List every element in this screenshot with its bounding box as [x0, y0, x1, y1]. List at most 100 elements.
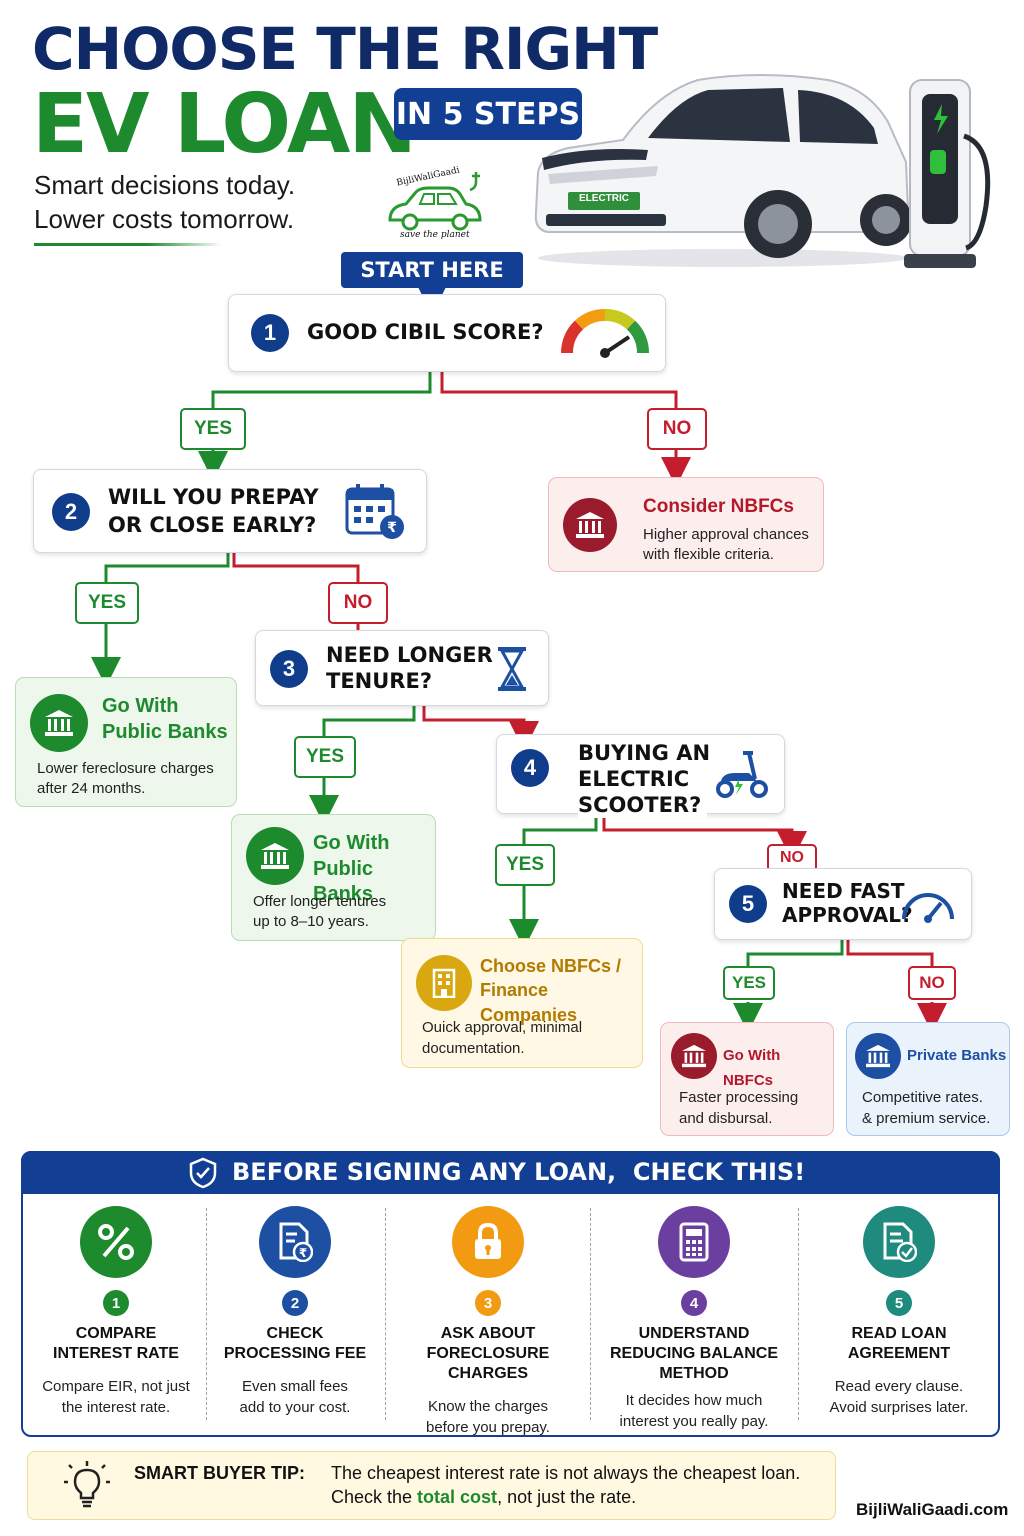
outcome-finance-desc-1: Ouick approval, minimal [422, 1019, 583, 1036]
hourglass-icon [498, 647, 526, 691]
divider [798, 1208, 799, 1420]
step-4-number: 4 [511, 749, 549, 787]
check-3-number: 3 [475, 1290, 501, 1316]
step-3-line-2: TENURE? [326, 669, 432, 693]
step-2-line-1: WILL YOU PREPAY [108, 485, 319, 509]
outcome-nbfc-desc-2: with flexible criteria. [643, 546, 774, 563]
credit-score-gauge-icon [560, 308, 650, 358]
check-4-title-3: METHOD [659, 1365, 729, 1382]
calendar-rupee-icon: ₹ [345, 484, 404, 539]
bank-icon [671, 1033, 717, 1079]
ev-car-icon [534, 74, 912, 267]
step-3-yes: YES [294, 736, 356, 778]
shield-check-icon [189, 1157, 217, 1189]
check-4-title-1: UNDERSTAND [638, 1325, 750, 1342]
electric-scooter-icon [716, 751, 768, 798]
check-3-desc-2: before you prepay. [426, 1419, 550, 1436]
check-5-title-1: READ LOAN [851, 1325, 947, 1342]
calculator-icon [658, 1206, 730, 1278]
check-3-desc-1: Know the charges [427, 1398, 549, 1415]
divider [385, 1208, 386, 1420]
check-2-title-2: PROCESSING FEE [223, 1345, 367, 1362]
step-1-yes: YES [180, 408, 246, 450]
speedometer-icon [902, 893, 954, 923]
outcome-finance-desc-2: documentation. [422, 1040, 525, 1057]
check-4-desc-2: interest you really pay. [619, 1413, 769, 1430]
check-item-2: ₹ 2 CHECK PROCESSING FEE Even small fees… [212, 1206, 378, 1418]
step-5-no: NO [908, 966, 956, 1000]
outcome-nbfc-fast-title: Go With NBFCs [723, 1047, 781, 1089]
check-2-title-1: CHECK [266, 1325, 324, 1342]
outcome-nbfcs-fast: Go With NBFCs Faster processing and disb… [660, 1022, 834, 1136]
check-2-number: 2 [282, 1290, 308, 1316]
percent-icon [80, 1206, 152, 1278]
step-5-box: 5 NEED FAST APPROVAL? [714, 868, 972, 940]
outcome-public1-desc-2: after 24 months. [37, 780, 146, 797]
check-1-number: 1 [103, 1290, 129, 1316]
divider [206, 1208, 207, 1420]
check-1-desc-2: the interest rate. [61, 1399, 171, 1416]
step-4-line-3: SCOOTER? [578, 793, 708, 818]
step-5-yes: YES [723, 966, 775, 1000]
brand-logo: BijliWaliGaadi save the planet [380, 165, 490, 245]
outcome-private-banks: Private Banks Competitive rates. & premi… [846, 1022, 1010, 1136]
outcome-public-banks-tenure: Go With Public Banks Offer longer tenure… [231, 814, 436, 941]
check-2-desc-1: Even small fees [242, 1378, 348, 1395]
outcome-nbfc-fast-desc-1: Faster processing [679, 1089, 799, 1106]
tagline-underline [34, 243, 222, 246]
tip-label: SMART BUYER TIP: [134, 1463, 305, 1483]
outcome-private-desc-1: Competitive rates. [862, 1089, 983, 1106]
step-4-line-1: BUYING AN [578, 741, 711, 765]
bank-icon [246, 827, 304, 885]
checklist-title: BEFORE SIGNING ANY LOAN, CHECK THIS! [232, 1158, 806, 1186]
step-3-line-1: NEED LONGER [326, 643, 493, 667]
check-5-title-2: AGREEMENT [847, 1345, 951, 1362]
logo-subtext: save the planet [400, 230, 470, 240]
bank-icon [563, 498, 617, 552]
office-building-icon [416, 955, 472, 1011]
outcome-public2-desc-1: Offer longer tenures [253, 893, 387, 910]
step-2-line-2: OR CLOSE EARLY? [108, 513, 317, 537]
outcome-public-banks-prepay: Go With Public Banks Lower fereclosure c… [15, 677, 237, 807]
step-3-number: 3 [270, 650, 308, 688]
check-4-number: 4 [681, 1290, 707, 1316]
check-3-title-1: ASK ABOUT [440, 1325, 536, 1342]
check-2-desc-2: add to your cost. [239, 1399, 351, 1416]
check-item-4: 4 UNDERSTAND REDUCING BALANCE METHOD It … [596, 1206, 792, 1432]
tip-line-2: Check the total cost, not just the rate. [331, 1487, 636, 1508]
outcome-public1-title-2: Public Banks [102, 721, 228, 743]
check-5-desc-1: Read every clause. [834, 1378, 964, 1395]
check-3-title-2: FORECLOSURE CHARGES [426, 1345, 550, 1382]
svg-text:₹: ₹ [387, 520, 397, 536]
svg-text:₹: ₹ [299, 1246, 307, 1260]
outcome-finance-title-1: Choose NBFCs / [480, 956, 622, 976]
lightbulb-icon [64, 1461, 110, 1508]
bank-icon [855, 1033, 901, 1079]
outcome-nbfc-desc-1: Higher approval chances [643, 526, 809, 543]
divider [590, 1208, 591, 1420]
check-5-number: 5 [886, 1290, 912, 1316]
outcome-public2-title-2: Public Banks [313, 858, 374, 905]
check-1-desc-1: Compare EIR, not just [42, 1378, 190, 1395]
footer-website: BijliWaliGaadi.com [856, 1500, 1009, 1519]
tip-line-2c: , not just the rate. [497, 1487, 637, 1507]
step-5-line-2: APPROVAL? [782, 903, 913, 927]
check-4-title-2: REDUCING BALANCE [610, 1345, 778, 1362]
document-check-icon [863, 1206, 935, 1278]
check-item-5: 5 READ LOAN AGREEMENT Read every clause.… [806, 1206, 992, 1418]
outcome-public1-title-1: Go With [102, 695, 179, 717]
step-4-line-2: ELECTRIC [578, 767, 690, 791]
check-item-1: 1 COMPARE INTEREST RATE Compare EIR, not… [30, 1206, 202, 1418]
checklist-panel [21, 1151, 1000, 1437]
outcome-consider-nbfcs: Consider NBFCs Higher approval chances w… [548, 477, 824, 572]
outcome-nbfc-title: Consider NBFCs [643, 496, 794, 517]
step-1-question: GOOD CIBIL SCORE? [307, 320, 544, 344]
step-1-box: 1 GOOD CIBIL SCORE? [228, 294, 666, 372]
step-5-number: 5 [729, 885, 767, 923]
car-logo-icon [388, 172, 482, 231]
tagline-2: Lower costs tomorrow. [34, 204, 295, 234]
step-4-yes: YES [495, 844, 555, 886]
steps-badge: IN 5 STEPS [394, 88, 582, 140]
checklist-header [21, 1151, 1000, 1194]
title-line-2: EV LOAN [32, 77, 417, 172]
